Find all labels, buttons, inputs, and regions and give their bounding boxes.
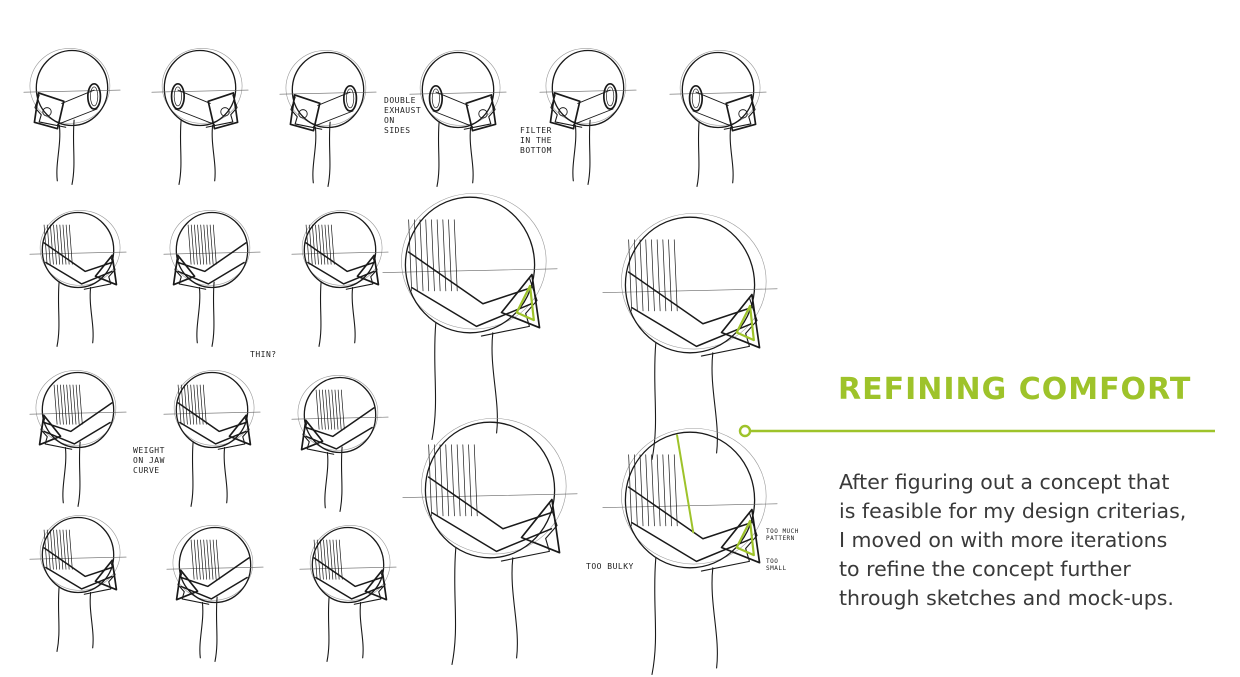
- description-line: is feasible for my design criterias,: [839, 499, 1187, 523]
- title-divider: [738, 424, 1215, 438]
- head-sketch: [409, 50, 507, 187]
- head-sketch: [539, 48, 637, 185]
- hatching: [628, 454, 678, 527]
- hatching: [305, 224, 335, 265]
- hatching: [315, 389, 345, 430]
- head-sketch: [602, 428, 778, 675]
- head-sketch: [279, 50, 377, 187]
- head-sketch: [299, 525, 397, 662]
- description-line: to refine the concept further: [839, 557, 1131, 581]
- hatching: [43, 529, 73, 570]
- note-too-much-pattern: TOO MUCH PATTERN: [766, 528, 799, 542]
- section-title: REFINING COMFORT: [838, 372, 1192, 407]
- head-sketch: [29, 515, 127, 652]
- hatching: [408, 219, 458, 292]
- head-sketch: [291, 210, 389, 347]
- sketch-board: DOUBLE EXHAUST ON SIDES FILTER IN THE BO…: [23, 48, 799, 675]
- head-sketch: [151, 48, 249, 185]
- hatching: [53, 384, 83, 425]
- head-sketch: [291, 375, 389, 512]
- description-line: through sketches and mock-ups.: [839, 586, 1174, 610]
- head-sketch: [163, 210, 261, 347]
- note-double-exhaust: DOUBLE EXHAUST ON SIDES: [384, 96, 422, 135]
- head-sketch: [166, 525, 264, 662]
- note-weight-jaw: WEIGHT ON JAW CURVE: [133, 446, 165, 475]
- head-sketch: [669, 50, 767, 187]
- head-sketch: [29, 210, 127, 347]
- head-sketches: [23, 48, 778, 675]
- head-sketch: [602, 213, 778, 460]
- head-sketch: [402, 418, 578, 665]
- note-too-bulky: TOO BULKY: [586, 562, 634, 571]
- hatching: [628, 239, 678, 312]
- description-line: After figuring out a concept that: [839, 470, 1170, 494]
- hatching: [187, 224, 217, 265]
- description-line: I moved on with more iterations: [839, 528, 1168, 552]
- hatching: [177, 384, 207, 425]
- hatching: [428, 444, 478, 517]
- head-sketch: [23, 48, 121, 185]
- head-sketch: [29, 370, 127, 507]
- note-thin: THIN?: [250, 350, 277, 359]
- description-text: After figuring out a concept that is fea…: [839, 468, 1229, 613]
- hatching: [190, 539, 220, 580]
- hatching: [313, 539, 343, 580]
- hatching: [43, 224, 73, 265]
- head-sketch: [163, 370, 261, 507]
- head-sketch: [382, 193, 558, 440]
- note-filter-bottom: FILTER IN THE BOTTOM: [520, 126, 552, 155]
- note-too-small: TOO SMALL: [766, 558, 787, 572]
